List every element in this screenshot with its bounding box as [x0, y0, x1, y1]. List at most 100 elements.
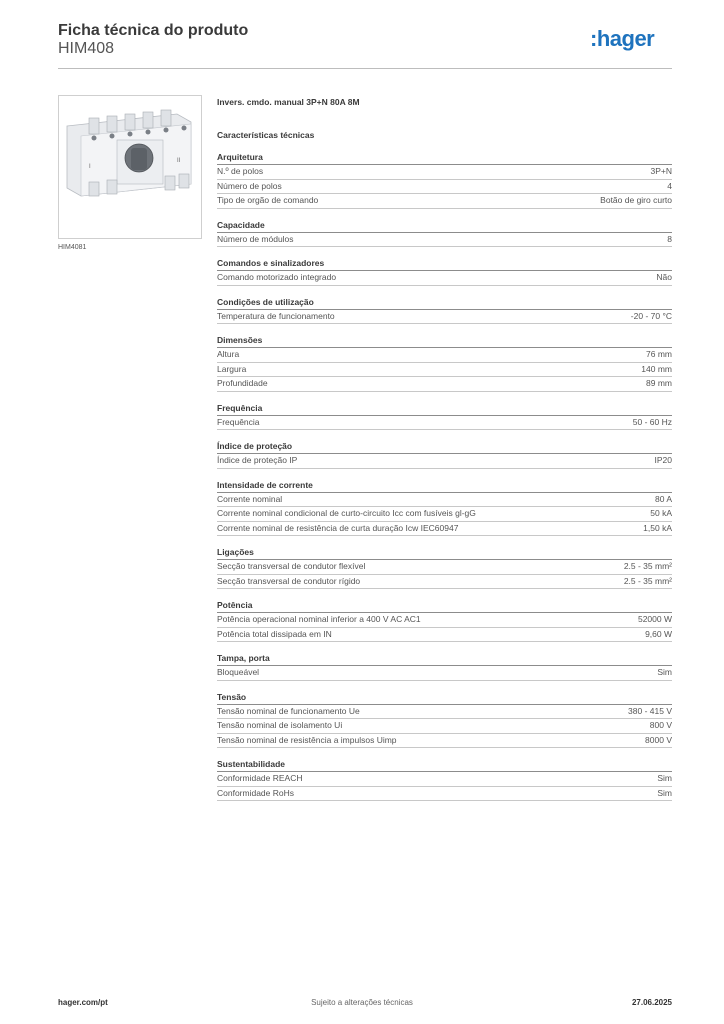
spec-group-title: Potência	[217, 599, 672, 613]
spec-label: Largura	[217, 363, 247, 374]
spec-row: Profundidade 89 mm	[217, 377, 672, 392]
spec-row: Conformidade REACH Sim	[217, 772, 672, 787]
spec-label: Comando motorizado integrado	[217, 272, 337, 282]
spec-value: 4	[667, 180, 672, 191]
spec-value: 2.5 - 35 mm²	[623, 561, 672, 571]
spec-group-title: Arquitetura	[217, 151, 672, 165]
switch-disconnector-icon: I II	[59, 96, 201, 238]
spec-value: Sim	[657, 667, 672, 677]
spec-label: Índice de proteção IP	[217, 455, 298, 465]
image-caption: HIM4081	[58, 244, 87, 251]
spec-value: 50 - 60 Hz	[632, 416, 672, 427]
spec-row: Secção transversal de condutor rígido 2.5…	[217, 575, 672, 589]
spec-label: Conformidade REACH	[217, 773, 303, 783]
spec-label: Potência operacional nominal inferior a …	[217, 614, 421, 624]
spec-row: Largura 140 mm	[217, 363, 672, 377]
footer-note: Sujeito a alterações técnicas	[311, 998, 413, 1007]
spec-row: Número de módulos 8	[217, 233, 672, 247]
spec-row: Corrente nominal de resistência de curta…	[217, 522, 672, 536]
product-name: Invers. cmdo. manual 3P+N 80A 8M	[217, 97, 360, 107]
spec-group-title: Frequência	[217, 402, 672, 416]
svg-text:I: I	[89, 164, 91, 170]
hager-logo: :hager	[590, 26, 656, 51]
spec-row: Bloqueável Sim	[217, 666, 672, 681]
spec-group-title: Capacidade	[217, 219, 672, 233]
spec-value: IP20	[654, 455, 673, 465]
spec-label: Potência total dissipada em IN	[217, 628, 332, 639]
spec-value: 800 V	[649, 720, 672, 730]
spec-value: 9,60 W	[645, 628, 672, 639]
spec-value: 89 mm	[646, 378, 672, 388]
spec-row: Potência operacional nominal inferior a …	[217, 613, 672, 628]
spec-value: 1,50 kA	[643, 522, 672, 533]
spec-row: Número de polos 4	[217, 180, 672, 194]
spec-value: 140 mm	[641, 363, 672, 374]
spec-group-title: Condições de utilização	[217, 296, 672, 310]
footer-website: hager.com/pt	[58, 998, 108, 1007]
page-header: Ficha técnica do produto HIM408 :hager	[58, 22, 672, 68]
spec-label: Profundidade	[217, 378, 268, 388]
spec-value: Sim	[657, 773, 672, 783]
spec-row: Tensão nominal de funcionamento Ue 380 - …	[217, 705, 672, 719]
spec-label: Bloqueável	[217, 667, 260, 677]
spec-row: Tensão nominal de resistência a impulsos…	[217, 734, 672, 748]
spec-value: 8000 V	[645, 734, 672, 745]
spec-group-title: Tensão	[217, 691, 672, 705]
page-title: Ficha técnica do produto	[58, 22, 249, 39]
spec-value: 50 kA	[650, 508, 672, 518]
spec-row: Frequência 50 - 60 Hz	[217, 416, 672, 430]
spec-label: Tensão nominal de isolamento Ui	[217, 720, 343, 730]
spec-label: Conformidade RoHs	[217, 787, 295, 798]
spec-label: Tensão nominal de resistência a impulsos…	[217, 734, 397, 745]
spec-label: Corrente nominal de resistência de curta…	[217, 522, 459, 533]
footer-date: 27.06.2025	[631, 998, 672, 1007]
spec-label: Tipo de orgão de comando	[217, 195, 319, 205]
spec-value: -20 - 70 °C	[630, 310, 672, 321]
spec-row: Temperatura de funcionamento-20 - 70 °C	[217, 310, 672, 324]
spec-value: 52000 W	[637, 614, 672, 624]
spec-value: 76 mm	[646, 349, 672, 359]
spec-label: Secção transversal de condutor flexível	[217, 561, 366, 571]
spec-group-title: Comandos e sinalizadores	[217, 257, 672, 271]
spec-value: 380 - 415 V	[628, 705, 672, 716]
spec-row: Tensão nominal de isolamento Ui 800 V	[217, 719, 672, 734]
spec-label: Frequência	[217, 416, 260, 427]
spec-label: Número de módulos	[217, 233, 294, 244]
spec-group-title: Índice de proteção	[217, 440, 672, 454]
spec-group-title: Sustentabilidade	[217, 758, 672, 772]
spec-label: Corrente nominal condicional de curto-ci…	[217, 508, 476, 518]
spec-value: 2.5 - 35 mm²	[623, 575, 672, 586]
spec-group-title: Intensidade de corrente	[217, 479, 672, 493]
product-reference: HIM408	[58, 40, 115, 57]
spec-value: 3P+N	[650, 166, 673, 176]
spec-value: 8	[667, 233, 672, 244]
spec-label: N.º de polos	[217, 166, 264, 176]
spec-row: Altura 76 mm	[217, 348, 672, 363]
spec-label: Número de polos	[217, 180, 282, 191]
spec-row: N.º de polos 3P+N	[217, 165, 672, 180]
spec-label: Tensão nominal de funcionamento Ue	[217, 705, 360, 716]
spec-label: Altura	[217, 349, 240, 359]
section-title: Características técnicas	[217, 130, 315, 140]
header-divider	[58, 68, 672, 69]
spec-label: Secção transversal de condutor rígido	[217, 575, 361, 586]
spec-row: Índice de proteção IP IP20	[217, 454, 672, 469]
spec-row: Secção transversal de condutor flexível 2…	[217, 560, 672, 575]
spec-group-title: Ligações	[217, 546, 672, 560]
spec-value: Botão de giro curto	[600, 195, 672, 205]
